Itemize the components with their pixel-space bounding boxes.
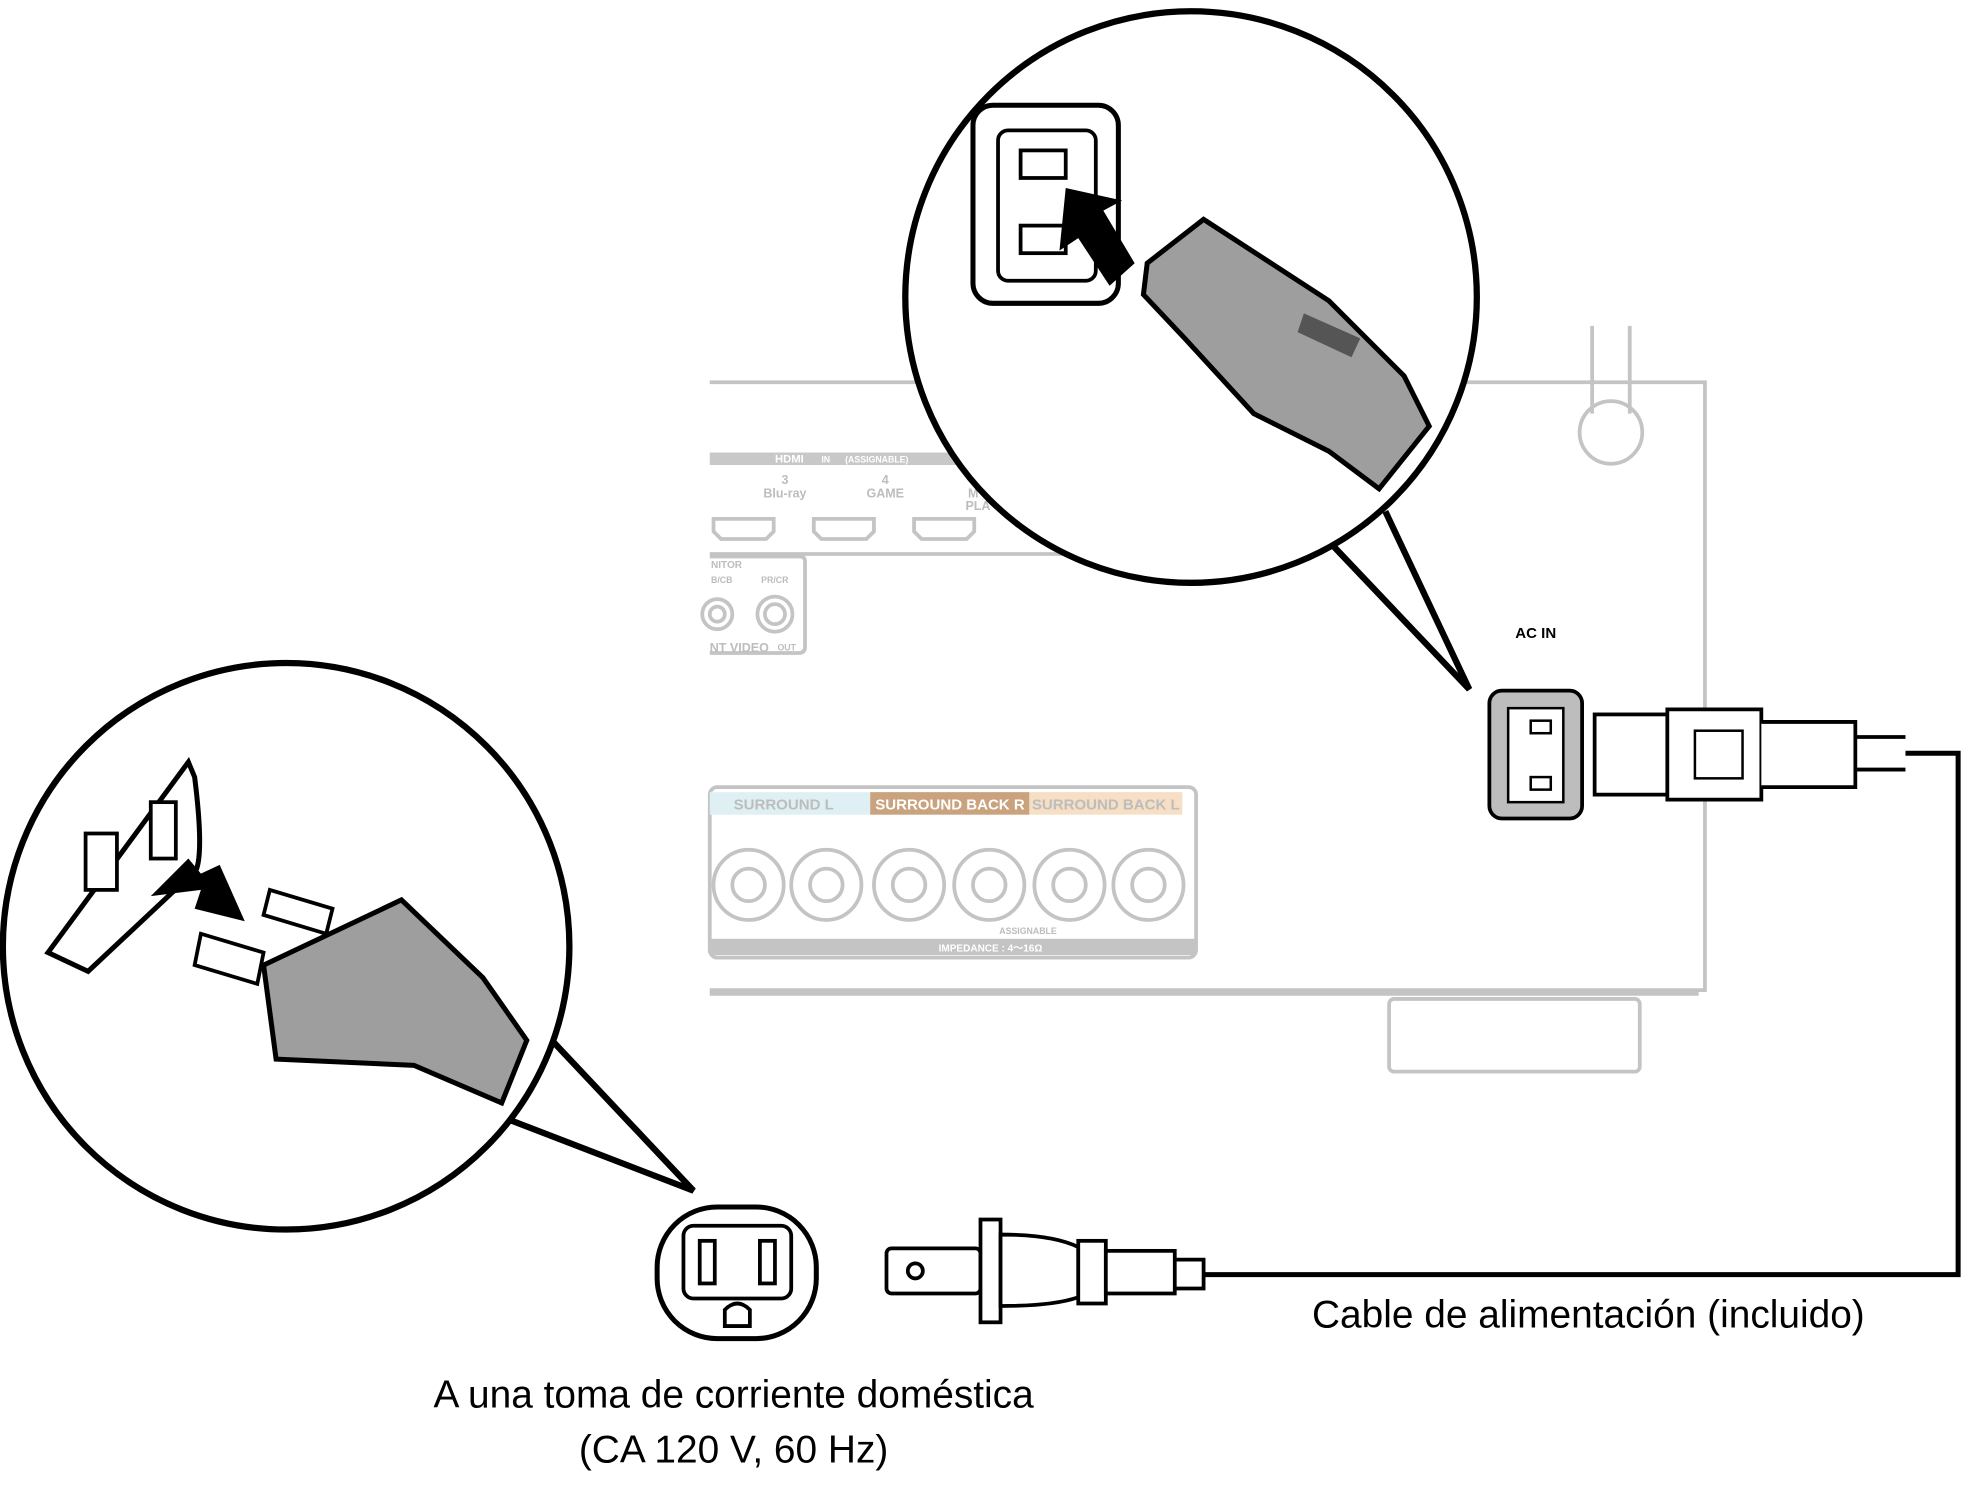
antenna xyxy=(1590,325,1632,414)
hdmi-port-3-num: 3 xyxy=(781,473,788,487)
hdmi-port-4-name: GAME xyxy=(866,487,904,501)
pb-label: B/CB xyxy=(711,575,732,585)
insert-arrow-icon-2 xyxy=(150,858,245,922)
hdmi-in-label: IN xyxy=(821,454,830,464)
speaker-terminals xyxy=(711,847,1186,922)
power-cable xyxy=(1203,750,1961,1278)
outlet-caption-line1: A una toma de corriente doméstica xyxy=(433,1374,1034,1417)
power-plug xyxy=(884,1217,1206,1325)
assignable-label: ASSIGNABLE xyxy=(999,926,1057,936)
impedance-label: IMPEDANCE : 4～16Ω xyxy=(939,943,1043,954)
receiver-foot xyxy=(1387,997,1642,1074)
receiver-rear-panel: HDMI IN (ASSIGNABLE) 3 Blu-ray 4 GAME M … xyxy=(700,325,1707,1074)
monitor-label: NITOR xyxy=(711,560,743,571)
hdmi-port-3-name: Blu-ray xyxy=(763,487,806,501)
cable-caption: Cable de alimentación (incluido) xyxy=(1312,1293,1865,1336)
hdmi-port-3 xyxy=(711,517,776,541)
zoom-bubble-outlet xyxy=(0,659,696,1233)
speaker-group-surround-l: SURROUND L xyxy=(734,797,834,814)
wall-outlet xyxy=(654,1204,819,1342)
hdmi-port-4 xyxy=(811,517,876,541)
hdmi-port-5-num: M xyxy=(968,487,978,501)
speaker-group-surround-back-r: SURROUND BACK R xyxy=(875,797,1025,814)
outlet-caption-line2: (CA 120 V, 60 Hz) xyxy=(579,1429,888,1472)
video-out-label: NT VIDEO xyxy=(710,641,769,655)
ac-in-label: AC IN xyxy=(1515,625,1556,642)
iec-connector xyxy=(1592,707,1906,802)
pr-label: PR/CR xyxy=(761,575,789,585)
hdmi-port-5 xyxy=(912,517,977,541)
speaker-group-surround-back-l: SURROUND BACK L xyxy=(1032,797,1180,814)
zoom-bubble-ac-in xyxy=(902,8,1480,692)
insert-arrow-icon xyxy=(1059,188,1135,286)
video-out-badge: OUT xyxy=(777,642,796,652)
hdmi-assignable-label: (ASSIGNABLE) xyxy=(845,454,908,464)
hdmi-label: HDMI xyxy=(775,453,804,465)
hdmi-port-5-name: PLA xyxy=(965,499,990,513)
antenna-base xyxy=(1577,399,1645,466)
hdmi-port-4-num: 4 xyxy=(882,473,889,487)
